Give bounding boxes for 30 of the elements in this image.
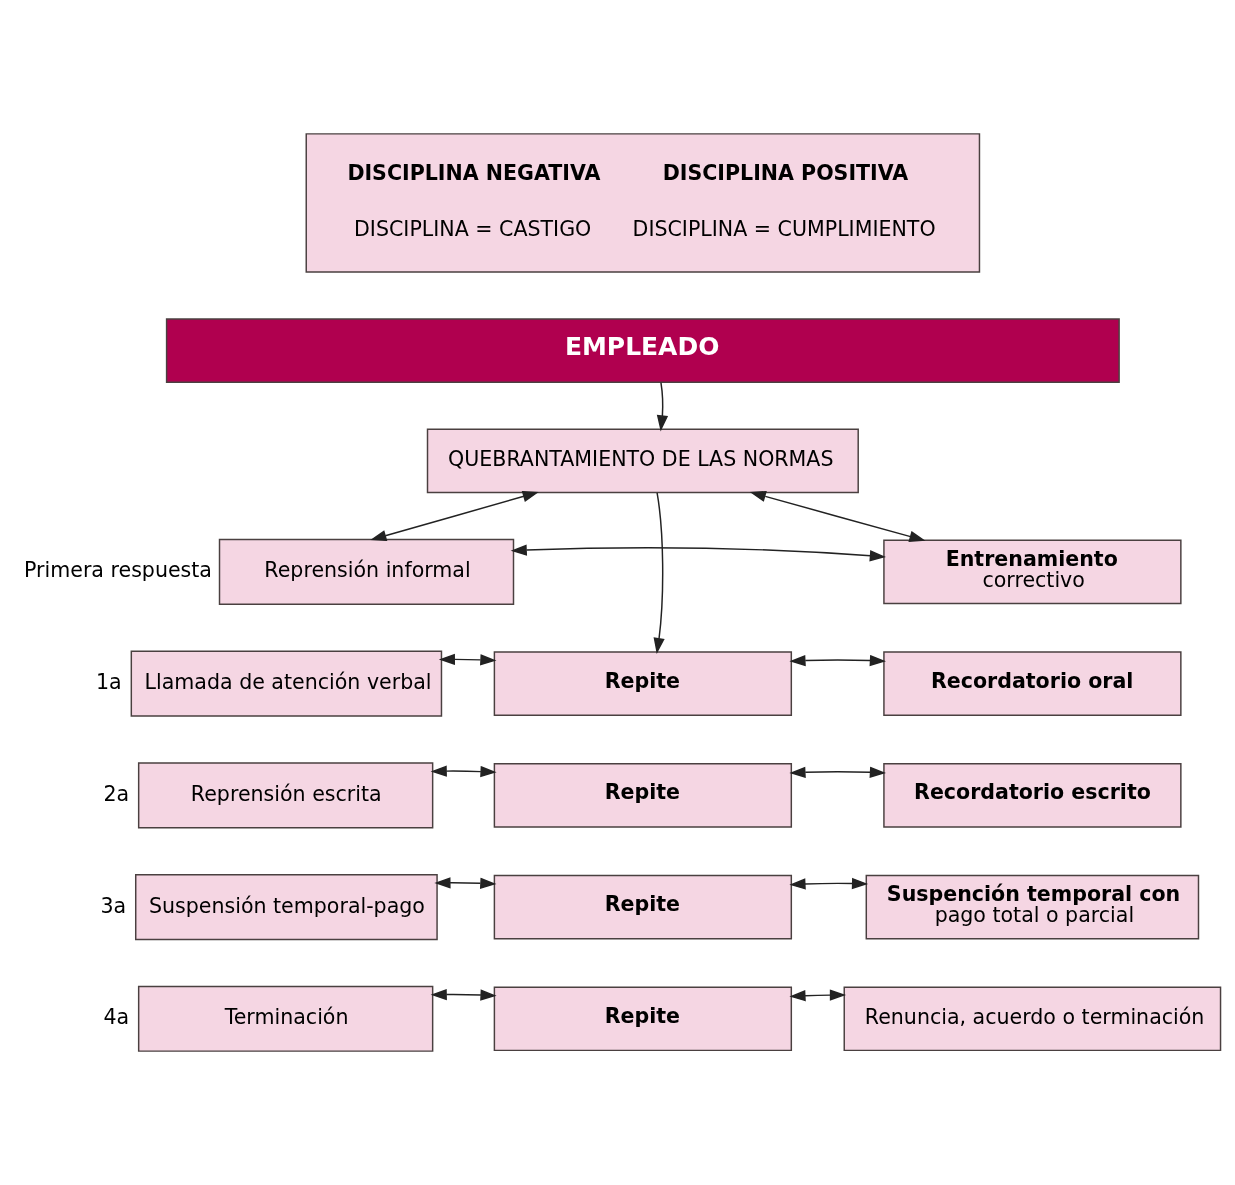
node-box: Recordatorio escrito xyxy=(883,763,1182,828)
arrow xyxy=(749,490,926,542)
arrow xyxy=(370,491,539,542)
node-label: Primera respuesta xyxy=(24,558,212,583)
arrow xyxy=(430,765,497,778)
node-label: 1a xyxy=(96,670,122,695)
arrow xyxy=(438,653,497,666)
node-label: 2a xyxy=(103,781,130,806)
node-box: Renuncia, acuerdo o terminación xyxy=(843,986,1222,1052)
node-box: Suspención temporal con pago total o parcial xyxy=(865,874,1200,940)
arrow xyxy=(656,381,669,432)
node-box: DISCIPLINA NEGATIVA DISCIPLINA POSITIVA DISCIPLINA = CASTIGO DISCIPLINA = CUMPLIMIENTO xyxy=(305,133,981,273)
node-box: Repite xyxy=(493,651,793,716)
arrow xyxy=(430,988,497,1001)
node-box: Repite xyxy=(493,763,793,828)
arrow xyxy=(789,877,869,890)
node-box: Entrenamiento correctivo xyxy=(883,539,1182,605)
arrow xyxy=(789,654,886,667)
node-label: 3a xyxy=(100,893,127,918)
arrow xyxy=(789,989,847,1002)
node-box: QUEBRANTAMIENTO DE LAS NORMAS xyxy=(426,428,859,494)
node-box: EMPLEADO xyxy=(165,318,1120,384)
arrow xyxy=(510,544,886,562)
node-label: 4a xyxy=(103,1005,130,1030)
arrow xyxy=(789,766,886,778)
node-box: Recordatorio oral xyxy=(883,651,1182,716)
node-box: Repite xyxy=(493,874,793,940)
arrow xyxy=(434,877,497,889)
arrow xyxy=(653,492,665,655)
node-box: Repite xyxy=(493,986,793,1052)
